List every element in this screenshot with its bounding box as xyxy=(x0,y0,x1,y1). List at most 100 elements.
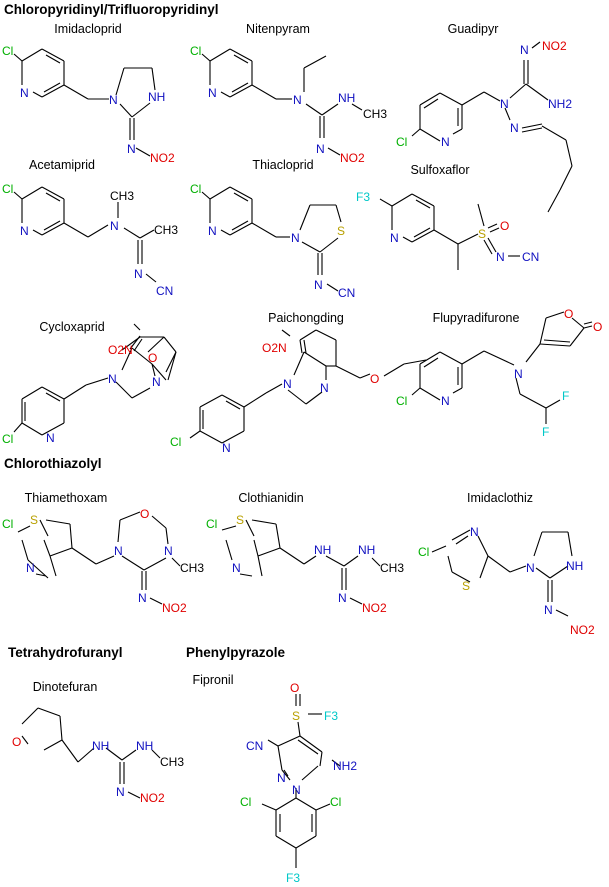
atom-nh: NH xyxy=(136,739,153,753)
compound-name-flupyradifurone: Flupyradifurone xyxy=(432,311,520,325)
atom-nh: NH xyxy=(566,559,583,573)
compound-name-imidaclothiz: Imidaclothiz xyxy=(467,491,533,505)
structure-guadipyr: N NO2 NH2 N N N Cl xyxy=(396,39,573,213)
atom-o: O xyxy=(593,320,602,334)
structure-flupyradifurone: Cl N N O O F F xyxy=(396,307,602,439)
atom-n: N xyxy=(470,525,479,539)
atom-n: N xyxy=(46,431,55,445)
group-nh2: NH2 xyxy=(333,759,357,773)
atom-nh: NH xyxy=(338,91,355,105)
atom-n: N xyxy=(110,219,119,233)
atom-o: O xyxy=(564,307,573,321)
structure-acetamiprid: Cl N N CH3 CH3 N CN xyxy=(2,182,178,298)
compound-name-cycloxaprid: Cycloxaprid xyxy=(39,320,105,334)
group-cf3: F3 xyxy=(356,190,370,204)
atom-n: N xyxy=(526,561,535,575)
structure-nitenpyram: Cl N N NH CH3 N NO2 xyxy=(190,44,387,165)
atom-cl: Cl xyxy=(240,795,251,809)
structure-thiamethoxam: Cl S N N O N CH3 N NO2 xyxy=(2,507,204,615)
group-ch3: CH3 xyxy=(380,561,404,575)
atom-s: S xyxy=(236,513,244,527)
atom-f: F xyxy=(562,389,569,403)
compound-name-guadipyr: Guadipyr xyxy=(447,22,499,36)
compound-name-thiacloprid: Thiacloprid xyxy=(252,158,314,172)
group-cf3: F3 xyxy=(286,871,300,885)
group-o2n: O2N xyxy=(262,341,287,355)
atom-s: S xyxy=(337,224,345,238)
atom-n: N xyxy=(544,603,553,617)
atom-nh: NH xyxy=(314,543,331,557)
atom-n: N xyxy=(152,375,161,389)
atom-n: N xyxy=(390,231,399,245)
compound-name-dinotefuran: Dinotefuran xyxy=(32,680,98,694)
atom-n: N xyxy=(109,93,118,107)
atom-n: N xyxy=(208,224,217,238)
atom-s: S xyxy=(30,513,38,527)
group-ch3: CH3 xyxy=(110,189,134,203)
atom-n: N xyxy=(283,377,292,391)
group-no2: NO2 xyxy=(362,601,387,615)
structure-paichongding: Cl N N N O O2N xyxy=(170,329,427,455)
structure-fipronil: O S F3 CN NH2 N N Cl Cl F3 xyxy=(240,681,357,885)
atom-n: N xyxy=(232,561,241,575)
atom-nh: NH xyxy=(92,739,109,753)
atom-cl: Cl xyxy=(190,182,201,196)
group-nh2: NH2 xyxy=(548,97,572,111)
group-cn: CN xyxy=(522,250,539,264)
atom-cl: Cl xyxy=(2,182,13,196)
atom-n: N xyxy=(500,97,509,111)
atom-cl: Cl xyxy=(396,135,407,149)
atom-cl: Cl xyxy=(2,517,13,531)
atom-n: N xyxy=(114,544,123,558)
atom-n: N xyxy=(496,250,505,264)
atom-o: O xyxy=(500,219,509,233)
structure-thiacloprid: Cl N N S N CN xyxy=(190,182,355,300)
compound-name-imidacloprid: Imidacloprid xyxy=(54,22,122,36)
structure-sulfoxaflor: F3 N S O N CN xyxy=(356,190,539,270)
atom-n: N xyxy=(441,394,450,408)
structure-dinotefuran: O NH NH CH3 N NO2 xyxy=(12,707,184,805)
group-no2: NO2 xyxy=(162,601,187,615)
compound-name-clothianidin: Clothianidin xyxy=(238,491,304,505)
atom-nh: NH xyxy=(358,543,375,557)
atom-cl: Cl xyxy=(418,545,429,559)
atom-n: N xyxy=(116,785,125,799)
group-no2: NO2 xyxy=(542,39,567,53)
atom-n: N xyxy=(20,224,29,238)
compound-name-paichongding: Paichongding xyxy=(268,311,344,325)
atom-n: N xyxy=(316,142,325,156)
atom-s: S xyxy=(478,227,486,241)
section-title-chloropyridinyl: Chloropyridinyl/Trifluoropyridinyl xyxy=(4,2,219,17)
structure-imidacloprid: Cl N N NH N NO2 xyxy=(2,44,175,165)
section-title-chlorothiazolyl: Chlorothiazolyl xyxy=(4,456,102,471)
section-title-phenylpyrazole: Phenylpyrazole xyxy=(186,645,286,660)
structure-imidaclothiz: Cl N S N NH N NO2 xyxy=(418,525,595,637)
group-ch3: CH3 xyxy=(363,107,387,121)
atom-n: N xyxy=(514,367,523,381)
section-title-tetrahydrofuranyl: Tetrahydrofuranyl xyxy=(8,645,123,660)
compound-name-nitenpyram: Nitenpyram xyxy=(246,22,310,36)
group-no2: NO2 xyxy=(140,791,165,805)
atom-o: O xyxy=(140,507,149,521)
atom-cl: Cl xyxy=(206,517,217,531)
structure-cycloxaprid: Cl N N N O O2N xyxy=(2,323,177,446)
group-ch3: CH3 xyxy=(160,755,184,769)
atom-o: O xyxy=(370,372,379,386)
atom-n: N xyxy=(127,142,136,156)
atom-f: F xyxy=(542,425,549,439)
compound-name-sulfoxaflor: Sulfoxaflor xyxy=(410,163,470,177)
compound-name-fipronil: Fipronil xyxy=(192,673,234,687)
atom-n: N xyxy=(314,278,323,292)
compound-name-thiamethoxam: Thiamethoxam xyxy=(24,491,108,505)
atom-s: S xyxy=(462,579,470,593)
group-no2: NO2 xyxy=(340,151,365,165)
atom-n: N xyxy=(164,544,173,558)
group-cf3: F3 xyxy=(324,709,338,723)
atom-n: N xyxy=(291,231,300,245)
atom-o: O xyxy=(290,681,299,695)
atom-n: N xyxy=(441,135,450,149)
atom-n: N xyxy=(292,783,301,797)
atom-cl: Cl xyxy=(190,44,201,58)
atom-n: N xyxy=(338,591,347,605)
